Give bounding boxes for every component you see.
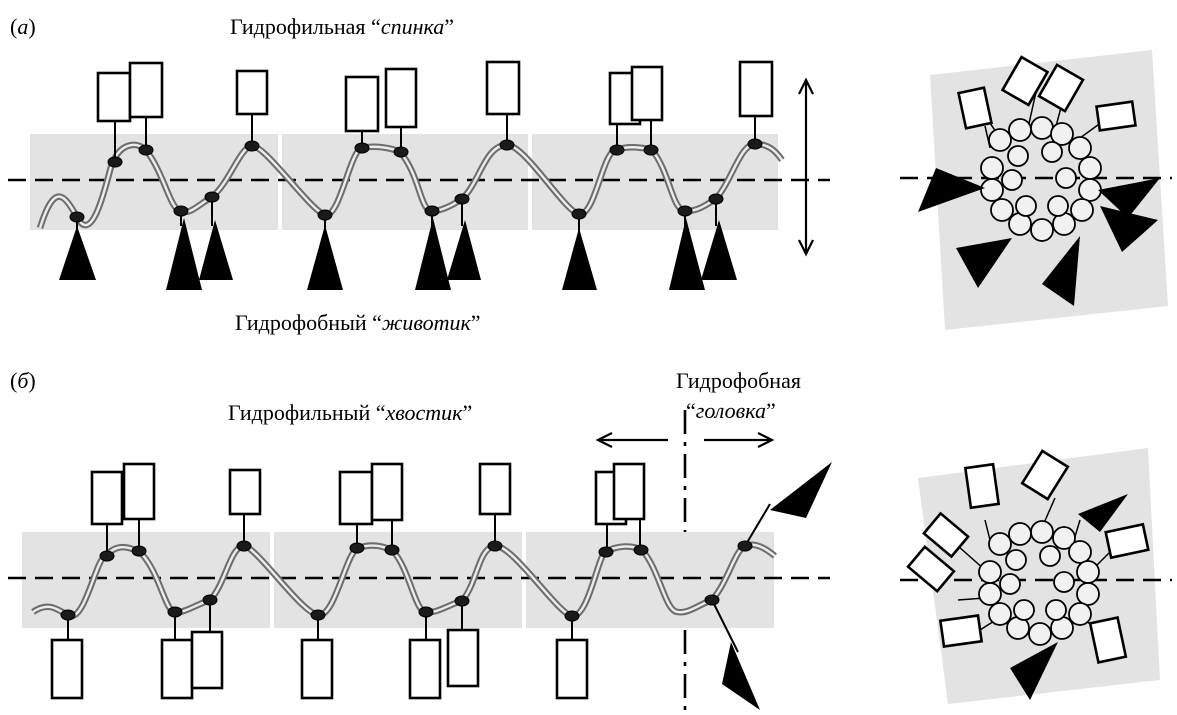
hydrophilic-residue bbox=[338, 470, 374, 526]
helix-residue-beads bbox=[60, 540, 753, 622]
hydrophobic-residue bbox=[415, 218, 451, 290]
hydrophilic-residues-top bbox=[90, 462, 646, 555]
helical-wheel-top-view-a bbox=[900, 50, 1172, 330]
hydrophobic-residue bbox=[166, 218, 202, 290]
hydrophobic-residue bbox=[307, 225, 343, 290]
hydrophilic-residues-top bbox=[96, 60, 774, 160]
hydrophobic-residue bbox=[669, 218, 705, 290]
wheel-hydrophobic-residue bbox=[1098, 178, 1160, 218]
wheel-hydrophilic-residue bbox=[963, 462, 1001, 510]
head-tail-arrows bbox=[595, 432, 775, 448]
hydrophobic-residue bbox=[722, 642, 760, 710]
hydrophilic-residue bbox=[235, 69, 269, 116]
hydrophilic-residue bbox=[408, 638, 442, 700]
wheel-hydrophilic-residue bbox=[1000, 55, 1050, 107]
wheel-hydrophobic-residue bbox=[1078, 494, 1128, 532]
hydrophobic-residue bbox=[447, 220, 481, 280]
hydrophilic-residues-bottom bbox=[50, 602, 589, 700]
hydrophilic-residue bbox=[630, 65, 664, 122]
wheel-hydrophilic-residue bbox=[938, 614, 984, 648]
hydrophilic-residue bbox=[485, 60, 521, 116]
wheel-hydrophilic-residue bbox=[922, 511, 970, 559]
panel-b-label: (б) bbox=[10, 368, 36, 393]
hydrophobic-residue bbox=[59, 226, 96, 280]
hydrophilic-residue bbox=[478, 462, 512, 516]
hydrophilic-residue bbox=[555, 638, 589, 700]
wheel-hydrophobic-residue bbox=[918, 168, 985, 212]
wheel-hydrophilic-residue bbox=[1095, 100, 1137, 132]
wheel-hydrophilic-residue bbox=[906, 544, 956, 594]
wheel-hydrophilic-residue bbox=[1104, 522, 1150, 560]
hydrophilic-residue bbox=[90, 470, 124, 526]
wheel-hydrophobic-residue bbox=[1042, 236, 1080, 306]
hydrophobic-belly-label: Гидрофобный “животик” bbox=[235, 310, 481, 335]
hydrophilic-residue bbox=[738, 60, 774, 118]
hydrophobic-residue bbox=[701, 220, 737, 280]
wheel-hydrophobic-residue bbox=[956, 238, 1012, 288]
wheel-hydrophilic-residue bbox=[956, 86, 994, 130]
wheel-hydrophilic-residue bbox=[1020, 449, 1070, 501]
helix-ribbon-highlight bbox=[32, 543, 776, 618]
hydrophobic-head-label-line1: Гидрофобная bbox=[676, 368, 801, 393]
wheel-hydrophobic-residue bbox=[1010, 642, 1058, 700]
wheel-hydrophilic-residue bbox=[1037, 63, 1085, 113]
hydrophilic-residue bbox=[228, 468, 262, 516]
hydrophilic-residue bbox=[128, 61, 164, 119]
panel-a: (а) Гидрофильная “спинка” Гидрофобный “ж… bbox=[8, 14, 1172, 335]
helical-wheel-top-view-b bbox=[900, 448, 1172, 704]
hydrophilic-residue bbox=[344, 75, 380, 133]
hydrophobic-head-residues bbox=[711, 462, 832, 710]
hydrophilic-residue bbox=[122, 462, 156, 521]
hydrophilic-residue bbox=[96, 71, 132, 123]
hydrophobic-residue bbox=[562, 228, 597, 290]
helix-band-1 bbox=[30, 134, 278, 230]
hydrophilic-residue bbox=[384, 67, 418, 129]
wheel-hydrophilic-residue bbox=[1088, 615, 1128, 665]
hydrophilic-residue bbox=[50, 638, 84, 700]
panel-b: (б) Гидрофильный “хвостик” Гидрофобная “… bbox=[8, 368, 1172, 715]
wheel-hydrophobic-residue bbox=[1100, 206, 1158, 252]
hydrophilic-residue bbox=[190, 630, 224, 690]
hydrophilic-residue bbox=[446, 628, 480, 688]
amphipathic-axis-arrow bbox=[798, 77, 814, 257]
hydrophilic-residue bbox=[160, 638, 194, 700]
hydrophobic-head-label-line2: “головка” bbox=[686, 398, 776, 423]
hydrophilic-residue bbox=[612, 462, 646, 521]
hydrophilic-residue bbox=[370, 462, 404, 522]
helix-residue-beads bbox=[69, 138, 763, 223]
hydrophilic-residue bbox=[300, 638, 334, 700]
panel-a-label: (а) bbox=[10, 14, 36, 39]
hydrophobic-residue bbox=[199, 220, 233, 280]
hydrophobic-residue bbox=[770, 462, 832, 518]
hydrophilic-back-label: Гидрофильная “спинка” bbox=[230, 14, 454, 39]
hydrophilic-tail-label: Гидрофильный “хвостик” bbox=[228, 400, 472, 425]
hydrophobic-residues-bottom bbox=[59, 200, 737, 290]
